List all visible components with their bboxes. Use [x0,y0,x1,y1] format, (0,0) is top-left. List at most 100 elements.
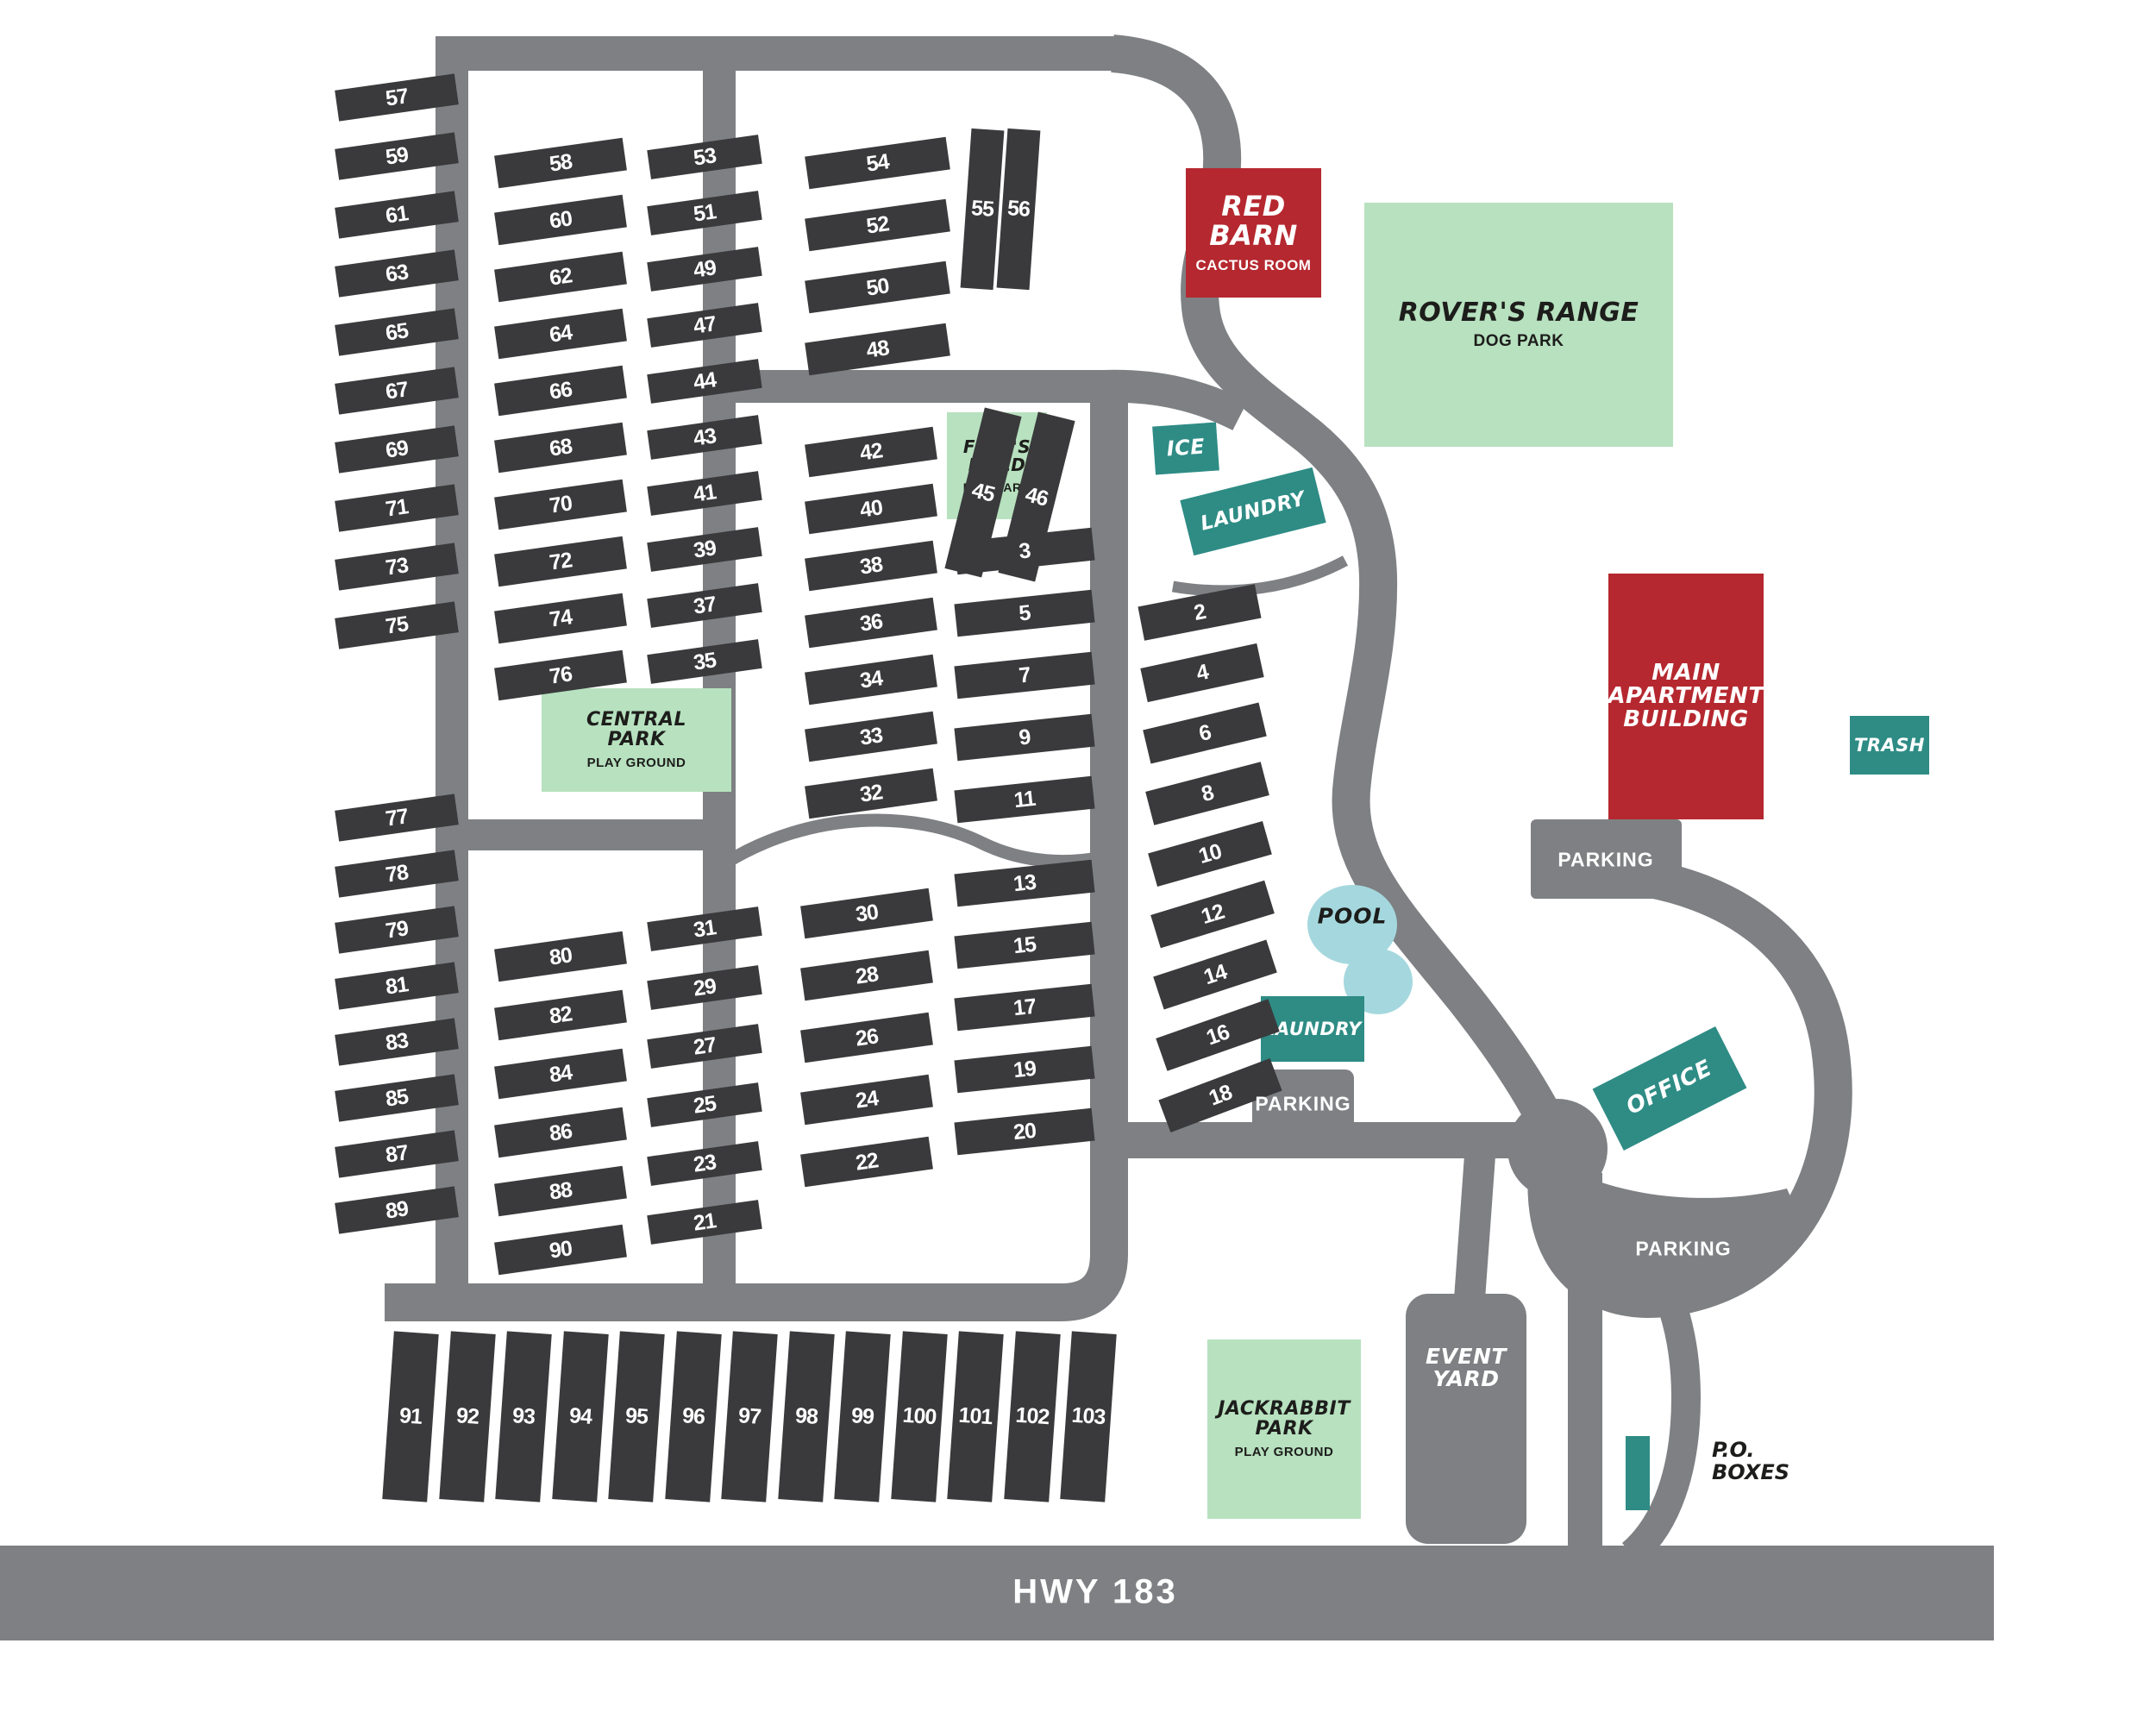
lot-number: 30 [854,899,880,927]
lot-number: 13 [1012,869,1037,896]
lot-number: 95 [624,1403,649,1429]
road-upper-cross [719,369,1248,430]
lot-number: 5 [1018,599,1031,626]
lot-number: 34 [858,665,884,693]
lot-number: 69 [384,435,410,463]
lot-number: 52 [864,210,891,239]
jackrabbit-park-sublabel: PLAY GROUND [1234,1445,1334,1460]
lot-number: 72 [548,547,573,575]
trash-label: TRASH [1854,734,1925,756]
lot-number: 96 [680,1403,705,1429]
lot-number: 54 [864,148,891,177]
lot-number: 74 [548,604,573,632]
lot-number: 32 [858,779,884,807]
lot-number: 48 [864,335,891,363]
rovers-range-sublabel: DOG PARK [1473,332,1564,351]
lot-number: 87 [384,1139,410,1168]
lot-number: 45 [969,477,998,507]
lot-number: 17 [1012,994,1037,1020]
po-boxes-label-line: P.O. [1712,1438,1755,1462]
lot-number: 76 [548,661,573,689]
lot-number: 49 [692,254,718,283]
pool-label: POOL [1317,903,1388,929]
lot-number: 21 [692,1208,718,1236]
lot-number: 44 [692,367,718,395]
lot-number: 93 [511,1403,536,1429]
lot-number: 43 [692,423,718,451]
central-park-label: CENTRAL [586,709,687,731]
po-boxes-label-line: BOXES [1712,1460,1790,1485]
red-barn-label: BARN [1209,219,1298,253]
lot-number: 3 [1018,537,1031,564]
lot-number: 65 [384,317,410,346]
po-boxes-unit [1626,1436,1650,1510]
lot-number: 14 [1200,959,1230,989]
lot-number: 36 [858,608,884,637]
lot-number: 101 [957,1402,993,1430]
lot-number: 61 [384,200,410,229]
laundry-pool-label: LAUNDRY [1263,1018,1362,1039]
office-label: OFFICE [1622,1055,1717,1121]
lot-number: 4 [1194,659,1211,686]
lot-number: 20 [1012,1118,1037,1145]
lot-number: 71 [384,493,410,522]
ice: ICE [1152,422,1219,475]
lot-number: 19 [1012,1056,1037,1082]
ice-label: ICE [1165,434,1206,461]
parking-loop-label: PARKING [1635,1237,1732,1260]
lot-number: 22 [854,1147,880,1176]
road-lane-to-lot-2 [1171,555,1349,597]
central-park-label: PARK [607,729,666,751]
lot-number: 10 [1195,838,1225,869]
lot-number: 88 [548,1176,573,1205]
parking-pool-label: PARKING [1255,1092,1351,1115]
lot-number: 60 [548,205,573,234]
lot-number: 98 [793,1403,818,1429]
lot-number: 85 [384,1083,410,1112]
po-boxes-label: P.O.BOXES [1712,1439,1789,1484]
lot-number: 67 [384,376,410,405]
highway-band [0,1546,1994,1640]
lot-number: 59 [384,141,410,170]
lot-number: 94 [567,1403,592,1429]
lot-number: 11 [1012,786,1037,812]
lot-number: 16 [1203,1019,1232,1051]
lot-number: 62 [548,262,573,291]
lot-number: 92 [454,1403,479,1429]
lot-number: 91 [398,1403,423,1429]
lot-number: 39 [692,535,718,563]
lot-number: 80 [548,942,573,970]
hwy-183-label: HWY 183 [1012,1572,1178,1611]
lot-number: 8 [1199,780,1216,806]
central-park-sublabel: PLAY GROUND [586,756,686,771]
jackrabbit-park-label: PARK [1255,1418,1313,1440]
lot-number: 99 [850,1403,874,1429]
lot-number: 103 [1070,1402,1106,1430]
lot-number: 63 [384,259,410,287]
event-yard-label: EVENT [1426,1344,1507,1369]
road-junction [1507,1099,1608,1199]
lot-number: 56 [1006,196,1031,222]
lot-number: 57 [384,83,410,111]
red-barn-label: RED [1221,190,1286,223]
trash: TRASH [1850,716,1929,775]
lot-number: 77 [384,803,410,831]
lot-number: 33 [858,722,884,750]
lot-number: 41 [692,479,718,507]
lot-number: 35 [692,647,718,675]
main-apartment-building-label: APARTMENT [1608,682,1764,709]
lot-number: 90 [548,1235,573,1264]
lot-number: 89 [384,1195,410,1224]
lot-number: 73 [384,552,410,580]
lot-number: 79 [384,915,410,944]
lot-number: 25 [692,1090,718,1119]
lot-number: 55 [970,196,994,222]
parking-main-lot [1531,819,1682,899]
